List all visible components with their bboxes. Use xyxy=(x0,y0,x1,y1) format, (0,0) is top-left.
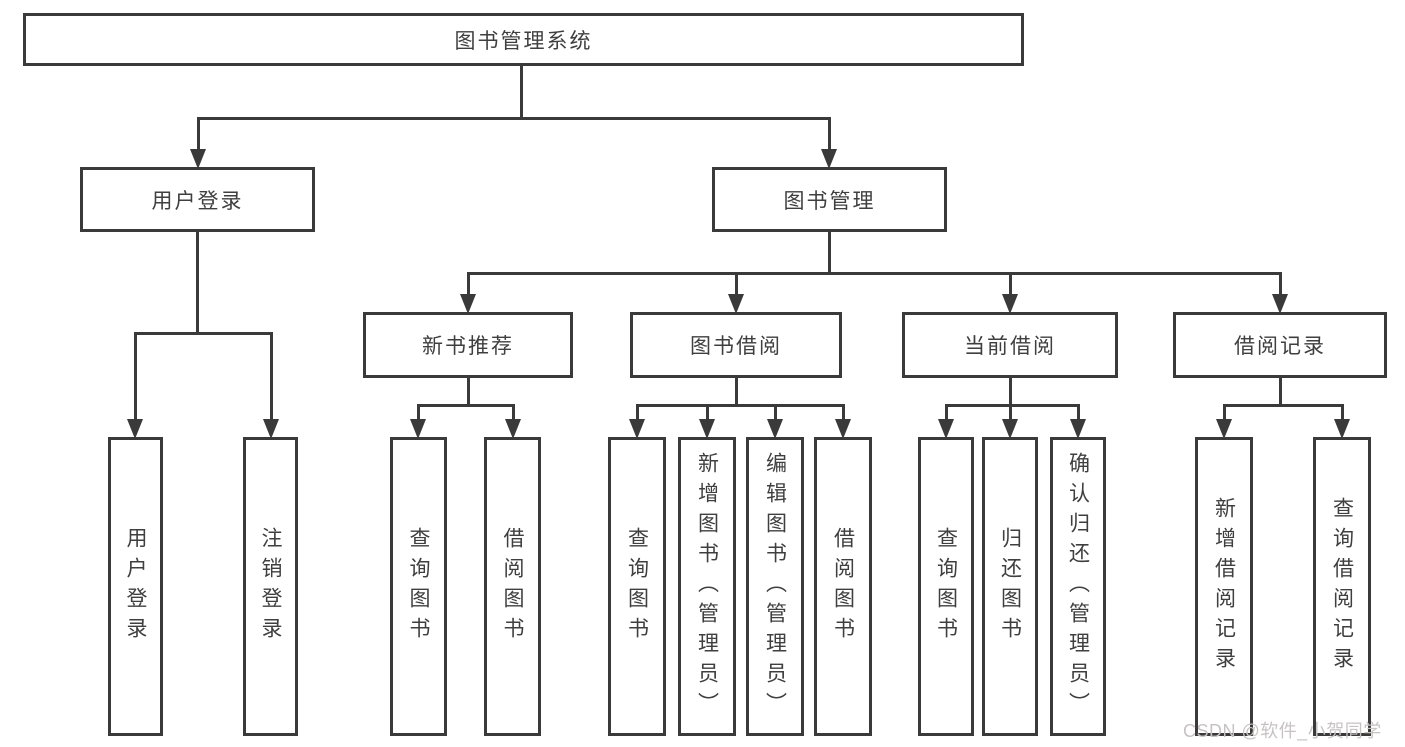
connector-new-book-branch xyxy=(417,404,515,407)
leaf-user-login: 用户登录 xyxy=(108,437,163,736)
connector-borrow-record-stem xyxy=(1279,376,1282,407)
node-current-borrow: 当前借阅 xyxy=(902,312,1118,378)
leaf-add-book-admin: 新增图书（管理员） xyxy=(678,437,736,736)
leaf-query-book-1: 查询图书 xyxy=(390,437,447,736)
arrow-to-leaf-borrow-book-1 xyxy=(505,404,521,439)
leaf-add-borrow-record: 新增借阅记录 xyxy=(1195,437,1253,736)
connector-current-borrow-branch xyxy=(945,404,1080,407)
node-user-login: 用户登录 xyxy=(80,167,315,232)
arrow-to-leaf-edit-book xyxy=(767,404,783,439)
arrow-to-current-borrow xyxy=(1002,272,1018,314)
connector-user-login-branch xyxy=(134,332,273,335)
connector-borrow-record-branch xyxy=(1223,404,1344,407)
leaf-return-book: 归还图书 xyxy=(982,437,1038,736)
leaf-edit-book-admin: 编辑图书（管理员） xyxy=(746,437,804,736)
connector-level1-branch xyxy=(197,117,831,120)
arrow-to-leaf-query-book-1 xyxy=(410,404,426,439)
arrow-to-leaf-logout xyxy=(263,332,279,439)
arrow-to-book-borrow xyxy=(728,272,744,314)
leaf-borrow-book-1: 借阅图书 xyxy=(484,437,541,736)
connector-root-stem xyxy=(520,64,523,118)
leaf-query-borrow-record: 查询借阅记录 xyxy=(1313,437,1371,736)
arrow-to-leaf-add-record xyxy=(1216,404,1232,439)
csdn-watermark: CSDN @软件_小贺同学 xyxy=(1183,721,1382,741)
leaf-confirm-return-admin: 确认归还（管理员） xyxy=(1050,437,1106,736)
arrow-to-user-login xyxy=(190,117,206,169)
connector-new-book-stem xyxy=(467,376,470,407)
leaf-query-book-2: 查询图书 xyxy=(608,437,666,736)
node-book-borrow: 图书借阅 xyxy=(630,312,842,378)
leaf-borrow-book-2: 借阅图书 xyxy=(814,437,872,736)
node-root-library-system: 图书管理系统 xyxy=(23,13,1024,66)
node-book-management: 图书管理 xyxy=(712,167,947,232)
connector-current-borrow-stem xyxy=(1009,376,1012,407)
leaf-query-book-3: 查询图书 xyxy=(918,437,974,736)
connector-book-borrow-branch xyxy=(636,404,845,407)
connector-user-login-stem xyxy=(196,230,199,334)
arrow-to-leaf-query-book-2 xyxy=(629,404,645,439)
arrow-to-leaf-add-book xyxy=(699,404,715,439)
connector-book-borrow-stem xyxy=(735,376,738,407)
arrow-to-new-book xyxy=(460,272,476,314)
connector-level2-branch xyxy=(467,272,1282,275)
arrow-to-leaf-confirm-return xyxy=(1070,404,1086,439)
arrow-to-leaf-return-book xyxy=(1002,404,1018,439)
arrow-to-book-mgmt xyxy=(821,117,837,169)
arrow-to-leaf-query-record xyxy=(1334,404,1350,439)
leaf-logout: 注销登录 xyxy=(243,437,298,736)
arrow-to-leaf-borrow-book-2 xyxy=(835,404,851,439)
arrow-to-leaf-query-book-3 xyxy=(938,404,954,439)
node-borrow-record: 借阅记录 xyxy=(1173,312,1387,378)
arrow-to-leaf-user-login xyxy=(127,332,143,439)
arrow-to-borrow-record xyxy=(1272,272,1288,314)
node-new-book-recommend: 新书推荐 xyxy=(363,312,573,378)
connector-book-mgmt-stem xyxy=(828,230,831,275)
